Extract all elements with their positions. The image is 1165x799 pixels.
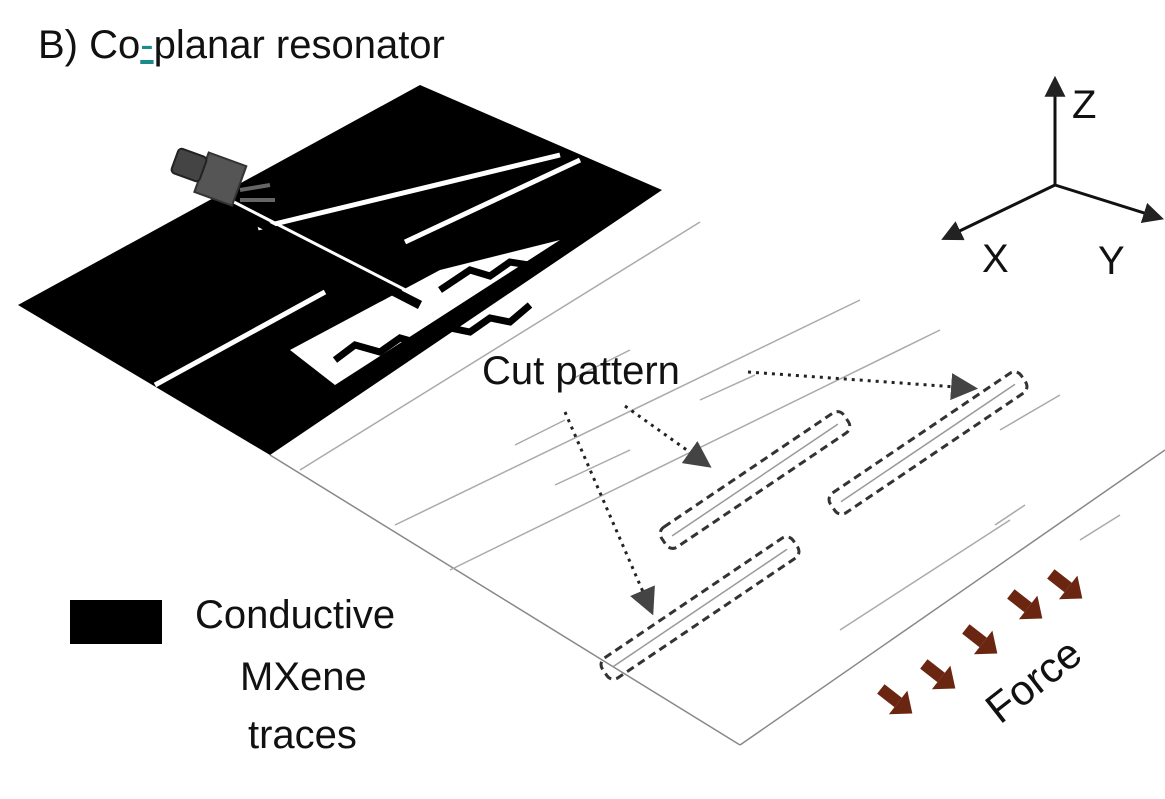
cut-box-1 xyxy=(658,410,852,550)
cut-box-2 xyxy=(827,370,1029,516)
force-arrow xyxy=(962,624,998,655)
arrow-to-box-2 xyxy=(747,370,979,401)
conductive-traces xyxy=(18,85,662,455)
y-axis xyxy=(1054,183,1165,223)
cut-box-3 xyxy=(599,535,801,681)
force-arrows xyxy=(877,569,1083,715)
x-axis xyxy=(941,183,1056,241)
legend-swatch xyxy=(70,600,162,644)
sma-connector xyxy=(170,147,275,207)
figure-title: B) Co-planar resonator xyxy=(38,23,445,67)
feed-line-gap xyxy=(229,198,426,302)
y-axis-label: Y xyxy=(1098,239,1125,283)
resonator-meander xyxy=(332,302,533,363)
arrow-to-box-1 xyxy=(624,404,712,468)
legend: Conductive MXene traces xyxy=(70,593,395,757)
x-axis-label: X xyxy=(982,237,1009,281)
arrow-to-box-3 xyxy=(563,411,655,616)
coordinate-axes xyxy=(941,75,1165,241)
cut-pattern-boxes xyxy=(599,370,1029,681)
legend-line-2: MXene xyxy=(240,655,367,699)
ground-slot-bottom xyxy=(153,289,327,388)
legend-line-1: Conductive xyxy=(195,593,395,637)
ground-slot-right xyxy=(403,157,582,245)
cut-pattern-label: Cut pattern xyxy=(482,349,680,393)
feed-line xyxy=(222,200,423,310)
resonator-meander-upper xyxy=(438,258,536,293)
ground-slot-top xyxy=(257,152,561,231)
force-arrow xyxy=(1007,589,1043,620)
cut-pattern-arrows xyxy=(563,370,979,616)
force-arrow xyxy=(920,659,956,690)
force-arrow xyxy=(877,684,913,715)
z-axis-label: Z xyxy=(1072,83,1096,127)
legend-line-3: traces xyxy=(248,713,357,757)
force-arrow xyxy=(1047,569,1083,600)
ground-plane xyxy=(18,85,662,455)
